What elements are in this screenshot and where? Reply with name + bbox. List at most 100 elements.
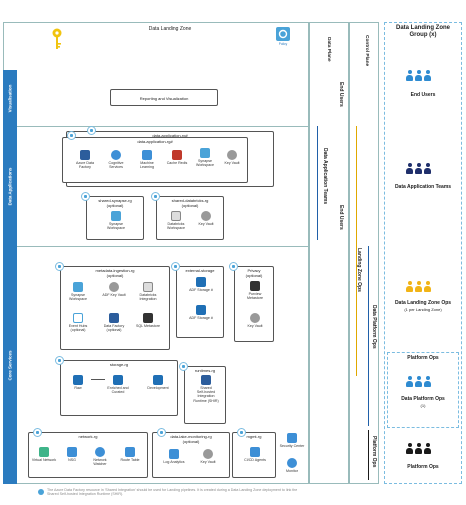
arrow-icon (91, 379, 105, 380)
key-vault-icon (203, 449, 213, 459)
data-platform-ops-line (368, 246, 369, 426)
lane-divider (17, 126, 309, 127)
platform-ops-line (368, 430, 369, 480)
data-platform-ops-persona-group (400, 376, 446, 392)
network-watcher: Network Watcher (87, 447, 113, 466)
purview-metastore: Purview Metastore (242, 281, 268, 300)
storage-icon (73, 375, 83, 385)
reporting-box: Reporting and Visualization (110, 89, 218, 106)
resource-group-icon (67, 131, 76, 140)
platform-ops-label: Platform Ops (371, 436, 377, 468)
resource-group-icon (55, 262, 64, 271)
vnet-icon (39, 447, 49, 457)
external-storage-rg: external-storage ADF Storage # ADF Stora… (176, 266, 224, 338)
network-rg: network-rg Virtual Network NSG Network W… (28, 432, 148, 478)
security-center: Security Center (279, 433, 305, 448)
data-application-teams-label: Data Application Teams (322, 148, 328, 205)
storage-rg: storage-rg Raw Enriched and Curated Deve… (60, 360, 178, 416)
data-platform-ops-persona-label: Data Platform Ops (401, 396, 445, 402)
resource-group-icon (237, 428, 246, 437)
data-application-teams-persona-group (400, 163, 446, 179)
databricks-icon (143, 282, 153, 292)
databricks-workspace: Databricks Workspace (163, 211, 189, 230)
redis-icon (172, 150, 182, 160)
synapse-workspace: Synapse Workspace (192, 148, 218, 167)
synapse-icon (200, 148, 210, 158)
control-plane-column (349, 22, 379, 484)
development-storage: Development (145, 375, 171, 390)
lane-divider (17, 246, 309, 247)
route-table: Route Table (117, 447, 143, 462)
resource-group-icon (157, 428, 166, 437)
right-group-frame (384, 22, 462, 484)
flask-icon (142, 150, 152, 160)
cognitive-services: Cognitive Services (103, 150, 129, 169)
log-analytics: Log Analytics (161, 449, 187, 464)
sql-icon (143, 313, 153, 323)
shield-icon (287, 433, 297, 443)
data-landing-zone-ops-persona-sub: (1 per Landing Zone) (404, 307, 442, 312)
key-vault-icon (109, 282, 119, 292)
enriched-curated-storage: Enriched and Curated (105, 375, 131, 394)
data-plane-header: Data Plane (326, 37, 331, 62)
privacy-rg: Privacy (optional) Purview Metastore Key… (234, 266, 274, 342)
data-factory-icon (109, 313, 119, 323)
event-hubs: Event Hubs (optional) (65, 313, 91, 332)
landing-zone-ops-label: Landing Zone Ops (356, 248, 362, 292)
synapse-icon (111, 211, 121, 221)
sql-metastore: SQL Metastore (135, 313, 161, 328)
resource-group-icon (55, 356, 64, 365)
lane-data-applications: Data Applications (3, 126, 17, 246)
data-platform-ops-persona-sub: (1) (420, 403, 426, 408)
policy-label: Policy (278, 42, 288, 46)
shared-synapse-rg: shared-synapse-rg (optional) Synapse Wor… (86, 196, 144, 240)
info-icon (38, 489, 44, 495)
right-group-title: Data Landing Zone Group (x) (396, 25, 450, 38)
landing-zone-ops-line (356, 126, 357, 376)
key-icon (50, 28, 64, 50)
synapse-icon (73, 282, 83, 292)
page-title: Data Landing Zone (148, 26, 192, 32)
adf-storage-1: ADF Storage # (188, 277, 214, 292)
end-users-mid-label: End Users (338, 205, 344, 230)
storage-icon (196, 277, 206, 287)
data-landing-zone-ops-persona-group (400, 281, 446, 297)
resource-group-icon (81, 192, 90, 201)
virtual-network: Virtual Network (31, 447, 57, 462)
shared-key-vault: Key Vault (193, 211, 219, 226)
platform-ops-persona-label: Platform Ops (407, 464, 439, 470)
databricks-integration: Databricks Integration (135, 282, 161, 301)
cache-redis: Cache Redis (164, 150, 190, 165)
route-table-icon (125, 447, 135, 457)
log-analytics-icon (169, 449, 179, 459)
storage-icon (113, 375, 123, 385)
control-plane-header: Control Plane (364, 35, 369, 67)
resource-group-icon (33, 428, 42, 437)
shared-databricks-rg: shared-databricks-rg (optional) Databric… (156, 196, 224, 240)
event-hubs-icon (73, 313, 83, 323)
metadata-ingestion-rg: metadata-ingestion-rg (optional) Synapse… (60, 266, 170, 350)
nsg: NSG (59, 447, 85, 462)
cicd-agents-icon (250, 447, 260, 457)
lane-core-services: Core Services (3, 246, 17, 484)
metadata-data-factory: Data Factory (optional) (101, 313, 127, 332)
machine-learning: Machine Learning (134, 150, 160, 169)
cicd-agents: CI/CD Agents (242, 447, 268, 462)
data-application-teams-persona-label: Data Application Teams (394, 184, 452, 190)
end-users-top-label: End Users (338, 82, 344, 107)
data-platform-ops-label: Data Platform Ops (371, 305, 377, 349)
metastore-icon (250, 281, 260, 291)
platform-ops-group-frame (387, 352, 459, 428)
integration-runtime-icon (201, 375, 211, 385)
mgmt-rg: mgmt-rg CI/CD Agents (232, 432, 276, 478)
footnote: The Azure Data Factory resource in 'Shar… (47, 488, 298, 497)
end-users-persona-group (400, 70, 446, 86)
data-factory-icon (80, 150, 90, 160)
monitor: Monitor (279, 458, 305, 473)
data-landing-zone-ops-persona-label: Data Landing Zone Ops (394, 300, 452, 306)
azure-data-factory: Azure Data Factory (72, 150, 98, 169)
end-users-persona-label: End Users (410, 92, 436, 98)
shared-synapse-workspace: Synapse Workspace (103, 211, 129, 230)
monitoring-key-vault: Key Vault (195, 449, 221, 464)
